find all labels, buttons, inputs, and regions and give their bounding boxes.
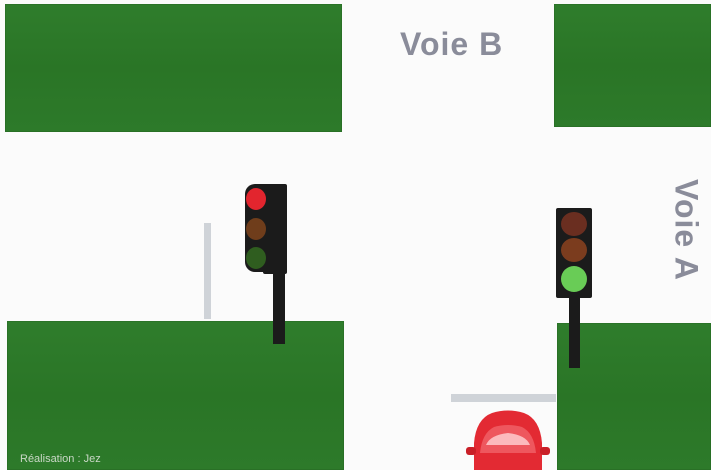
traffic-light-housing	[263, 184, 287, 274]
amber-lamp	[246, 218, 266, 240]
credit-text: Réalisation : Jez	[20, 453, 101, 465]
traffic-light-pole	[569, 292, 580, 368]
red-lamp	[561, 212, 587, 236]
amber-lamp	[561, 238, 587, 262]
green-lamp	[561, 266, 587, 292]
car-icon	[466, 410, 550, 470]
green-lamp	[246, 247, 266, 269]
stop-line-road-b	[204, 223, 211, 319]
grass-top-right	[554, 4, 711, 127]
traffic-light-pole	[273, 268, 285, 344]
grass-bottom-left	[7, 321, 344, 470]
grass-bottom-right	[557, 323, 711, 470]
grass-top-left	[5, 4, 342, 132]
red-lamp	[246, 188, 266, 210]
stop-line-road-a	[451, 394, 556, 402]
road-a-label: Voie A	[668, 178, 705, 282]
road-b-label: Voie B	[400, 26, 504, 62]
